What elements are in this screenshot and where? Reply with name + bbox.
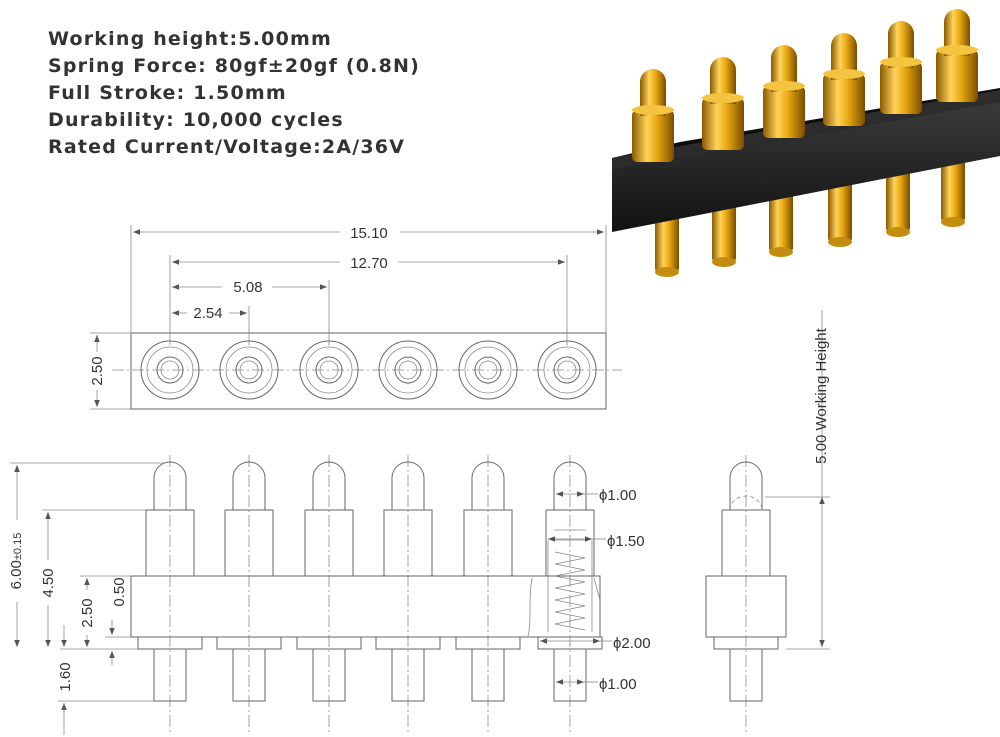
dim-total-height-label: 6.00 xyxy=(8,560,25,589)
dim-total-width-label: 15.10 xyxy=(350,225,388,242)
dim-tail-label: 1.60 xyxy=(57,662,74,691)
spec-full-stroke: Full Stroke: 1.50mm xyxy=(48,82,287,104)
front-pin xyxy=(216,455,282,735)
dim-two-pitch: 5.08 xyxy=(172,279,327,296)
top-view: 15.10 12.70 5.08 2.54 2.50 xyxy=(89,225,622,410)
front-view-pins xyxy=(137,455,603,735)
front-view-housing xyxy=(130,575,601,638)
dim-body-height: 2.50 xyxy=(79,578,96,647)
spec-working-height: Working height:5.00mm xyxy=(48,28,333,50)
spring-icon xyxy=(554,551,586,631)
top-view-housing xyxy=(130,332,607,410)
pin-render-tops xyxy=(632,9,978,162)
dia-tail-label: ϕ1.00 xyxy=(599,676,637,693)
front-view: 6.00±0.15 4.50 2.50 0.50 1.60 xyxy=(8,455,651,735)
dim-body-height-label: 2.50 xyxy=(79,598,96,627)
pin-circle xyxy=(458,340,518,400)
dim-pitch-label: 2.54 xyxy=(193,305,222,322)
front-pin-section xyxy=(537,455,603,735)
dia-tip-label: ϕ1.00 xyxy=(599,487,637,504)
dim-outer-pins: 12.70 xyxy=(172,255,565,272)
front-pin xyxy=(296,455,362,735)
pin-render-bottoms xyxy=(655,160,965,277)
dim-seat-label: 0.50 xyxy=(111,577,128,606)
dim-top-height-label: 2.50 xyxy=(89,356,106,385)
pin-circle xyxy=(378,340,438,400)
spec-durability: Durability: 10,000 cycles xyxy=(48,109,344,131)
dim-plunger-height: 4.50 xyxy=(40,512,57,647)
dim-tail: 1.60 xyxy=(57,625,154,735)
dim-plunger-height-label: 4.50 xyxy=(40,568,57,597)
dia-tail: ϕ1.00 xyxy=(556,676,637,693)
dim-total-height-tolerance: ±0.15 xyxy=(12,533,24,560)
dim-seat: 0.50 xyxy=(109,577,128,665)
front-pin xyxy=(375,455,441,735)
svg-text:6.00±0.15: 6.00±0.15 xyxy=(8,533,25,590)
spec-spring-force: Spring Force: 80gf±20gf (0.8N) xyxy=(48,55,420,77)
dim-outer-pins-label: 12.70 xyxy=(350,255,388,272)
spec-rated: Rated Current/Voltage:2A/36V xyxy=(48,136,406,158)
dim-pitch: 2.54 xyxy=(172,305,247,322)
side-view: 5.00 Working Height xyxy=(705,310,830,735)
dim-top-height: 2.50 xyxy=(89,332,131,410)
dia-barrel-label: ϕ1.50 xyxy=(607,533,645,550)
side-working-height-label: 5.00 Working Height xyxy=(813,327,830,463)
dim-two-pitch-label: 5.08 xyxy=(233,279,262,296)
pin-circle xyxy=(140,340,200,400)
dim-total-width: 15.10 xyxy=(133,225,604,242)
product-photo xyxy=(612,9,1000,277)
dim-total-height: 6.00±0.15 xyxy=(8,465,25,647)
pin-circle xyxy=(537,340,597,400)
dia-barrel: ϕ1.50 xyxy=(548,533,645,550)
dia-flange-label: ϕ2.00 xyxy=(613,635,651,652)
dia-flange: ϕ2.00 xyxy=(540,635,651,652)
spec-list: Working height:5.00mm Spring Force: 80gf… xyxy=(48,26,420,161)
front-pin xyxy=(137,455,203,735)
dia-tip: ϕ1.00 xyxy=(556,487,637,504)
front-pin xyxy=(455,455,521,735)
